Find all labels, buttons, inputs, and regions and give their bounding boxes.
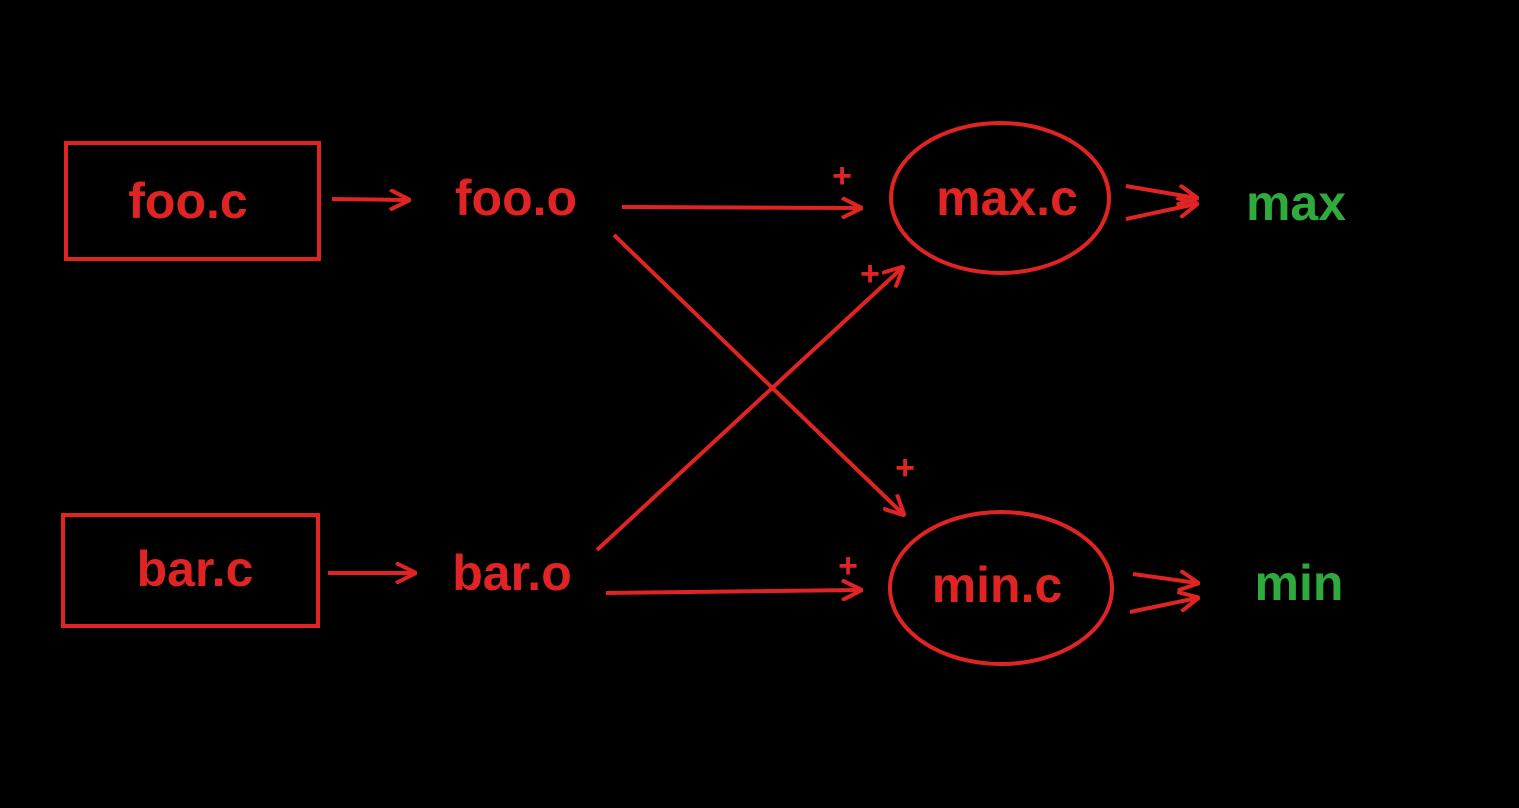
max-output-arrow-lower [1125,204,1196,221]
min-output-arrow-lower [1129,598,1197,614]
foo-to-max-arrow [621,207,860,208]
foo-c-box [64,141,321,261]
plus-bar-to-min: + [838,547,858,585]
min-c-label: min.c [932,557,1063,613]
foo-c-label: foo.c [128,173,247,229]
plus-foo-to-max: + [832,157,852,195]
plus-foo-to-min: + [895,449,915,487]
min-output-label: min [1255,555,1344,611]
plus-bar-to-max: + [860,255,880,293]
min-c-ellipse [888,510,1114,666]
bar-to-max-arrow [595,268,902,552]
max-output-label: max [1246,175,1346,231]
bar-o-label: bar.o [452,545,571,601]
foo-compile-arrow [331,199,408,200]
foo-o-label: foo.o [455,170,577,226]
min-output-arrow-upper [1132,574,1197,583]
bar-c-label: bar.c [137,541,254,597]
bar-to-min-arrow [605,590,860,593]
foo-to-min-arrow [612,233,903,514]
max-c-label: max.c [936,170,1078,226]
bar-c-box [61,513,320,628]
max-output-arrow-upper [1125,186,1196,198]
max-c-ellipse [889,121,1111,275]
